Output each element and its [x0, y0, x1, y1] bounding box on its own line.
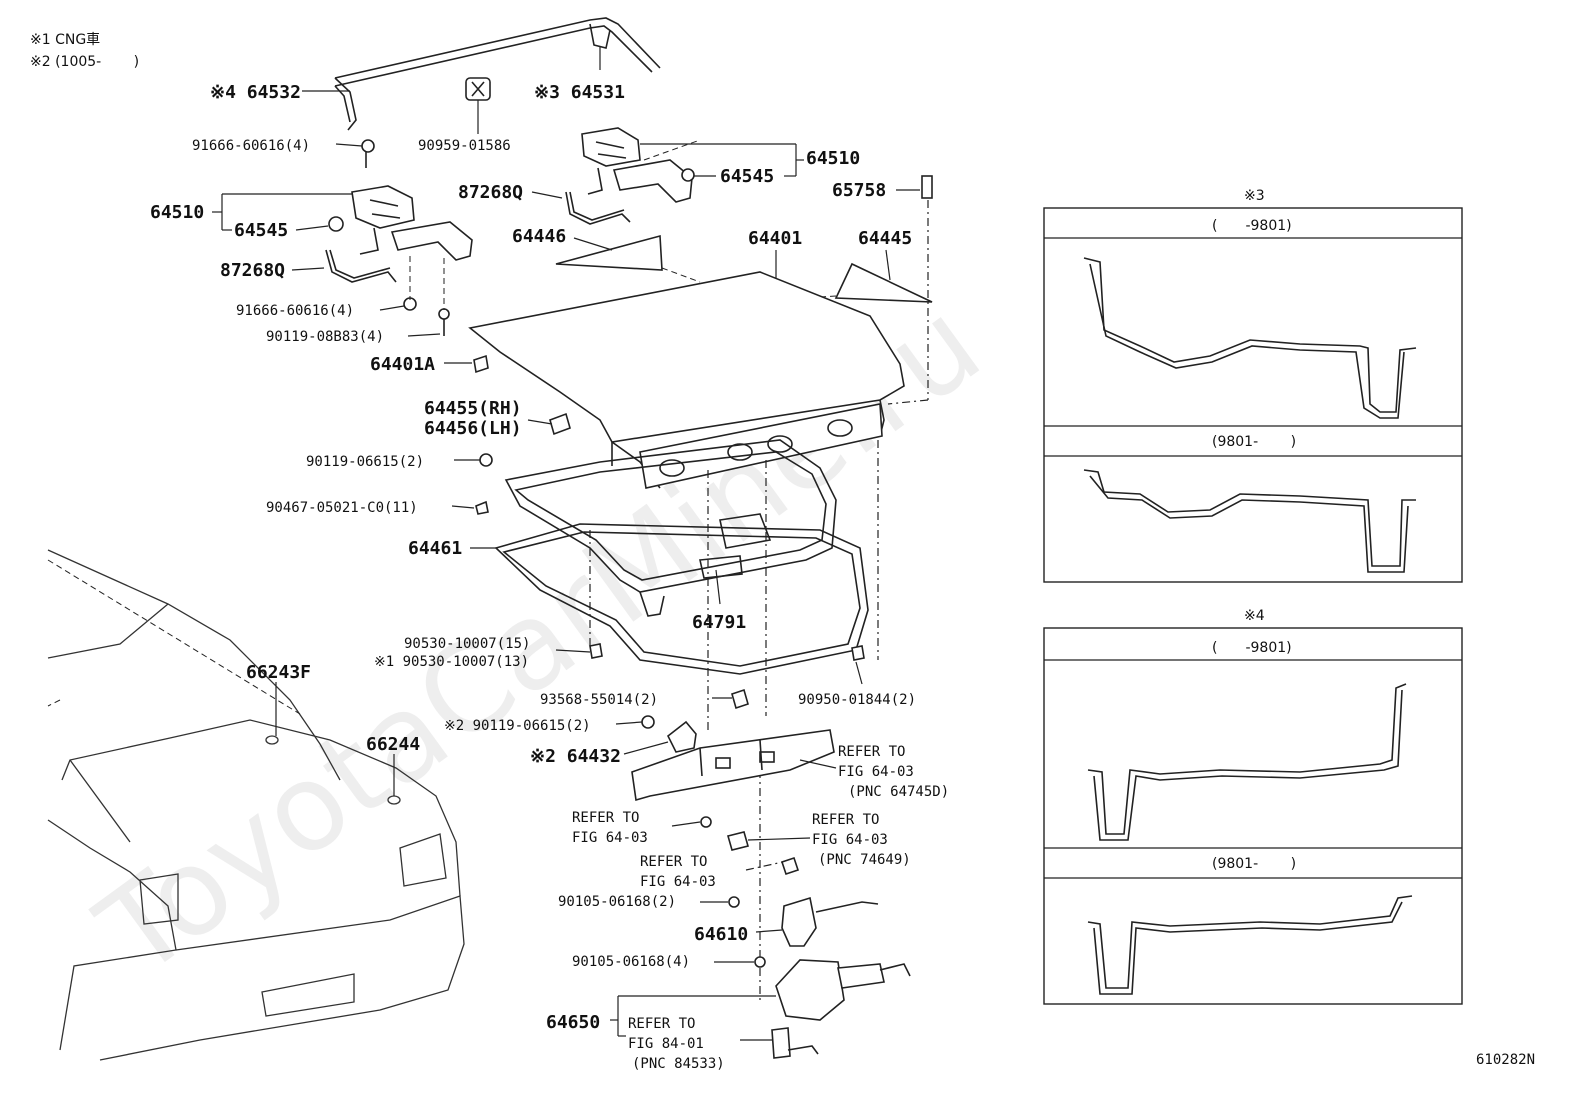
inset-3: ※3 ( -9801) (9801- ) [1043, 188, 1463, 583]
note-cng: ※1 CNG車 [30, 31, 100, 48]
car-rear-outline [47, 549, 465, 1061]
clip-90959 [465, 77, 491, 134]
part-labels: ※4 64532 ※3 64531 91666-60616(4) 90959-0… [150, 82, 949, 1072]
label-64445: 64445 [858, 228, 912, 249]
refer3-line1: REFER TO [812, 812, 879, 828]
label-64401: 64401 [748, 228, 802, 249]
inset-4-row2: (9801- ) [1212, 856, 1296, 872]
label-90119-06615-b: ※2 90119-06615(2) [444, 718, 591, 734]
refer1-line3: (PNC 64745D) [848, 784, 949, 800]
bracket-64432 [666, 720, 697, 753]
guide-lines [589, 440, 879, 1000]
seal-64446 [555, 234, 701, 283]
hinge-left [325, 139, 473, 336]
label-64545-b: 64545 [720, 166, 774, 187]
label-65758: 65758 [832, 180, 886, 201]
clip-90530 [589, 643, 603, 659]
label-64610: 64610 [694, 924, 748, 945]
label-87268q-a: 87268Q [220, 260, 285, 281]
inset-4-row1: ( -9801) [1212, 640, 1292, 656]
hinge-right [565, 127, 701, 225]
label-90950: 90950-01844(2) [798, 692, 916, 708]
label-90119-08b83: 90119-08B83(4) [266, 329, 384, 345]
bolt-93568 [731, 688, 749, 710]
clip-90467 [475, 500, 489, 515]
label-93568: 93568-55014(2) [540, 692, 658, 708]
refer5-line3: (PNC 84533) [632, 1056, 725, 1072]
label-64461: 64461 [408, 538, 462, 559]
lock-assembly-64650 [754, 956, 911, 1059]
refer1-line1: REFER TO [838, 744, 905, 760]
label-64432: ※2 64432 [530, 746, 621, 767]
inset-3-row1: ( -9801) [1212, 218, 1292, 234]
label-66243f: 66243F [246, 662, 311, 683]
label-87268q-b: 87268Q [458, 182, 523, 203]
refer3-line2: FIG 64-03 [812, 832, 888, 848]
garnish-panel [631, 729, 835, 802]
lid-inner-frame [504, 439, 837, 617]
label-64446: 64446 [512, 226, 566, 247]
bracket-64455 [549, 412, 571, 436]
label-90959: 90959-01586 [418, 138, 511, 154]
label-90530-b: ※1 90530-10007(13) [374, 654, 529, 670]
label-64545-a: 64545 [234, 220, 288, 241]
screw-90119-06615 [479, 453, 493, 467]
refer1-line2: FIG 64-03 [838, 764, 914, 780]
label-90467: 90467-05021-C0(11) [266, 500, 418, 516]
label-64650: 64650 [546, 1012, 600, 1033]
fastener-small [700, 816, 800, 876]
label-64532: ※4 64532 [210, 82, 301, 103]
bumper-64401A [473, 354, 489, 374]
leader-lines [212, 46, 920, 1041]
seal-64445 [801, 262, 933, 303]
rod-4-late [1087, 895, 1413, 989]
refer4-line1: REFER TO [640, 854, 707, 870]
label-91666-b: 91666-60616(4) [236, 303, 354, 319]
inset-3-title: ※3 [1244, 188, 1265, 204]
inset-3-row2: (9801- ) [1212, 434, 1296, 450]
rod-4-early [1087, 683, 1407, 835]
figure-code: 610282N [1476, 1052, 1535, 1068]
clip-90950 [851, 645, 865, 661]
label-90530-a: 90530-10007(15) [404, 636, 530, 652]
lock-cylinder-64610 [728, 896, 879, 947]
label-plate-65758 [887, 175, 933, 405]
label-64510-a: 64510 [150, 202, 204, 223]
screw-90119-06615-b [641, 715, 655, 729]
note-date-range: ※2 (1005- ) [30, 54, 139, 70]
inset-4-title: ※4 [1244, 608, 1265, 624]
label-91666-a: 91666-60616(4) [192, 138, 310, 154]
trunk-lid-64401 [468, 271, 905, 489]
label-64531: ※3 64531 [534, 82, 625, 103]
label-64791: 64791 [692, 612, 746, 633]
rod-3-early [1083, 257, 1417, 413]
refer3-line3: (PNC 74649) [818, 852, 911, 868]
refer5-line1: REFER TO [628, 1016, 695, 1032]
label-64401a: 64401A [370, 354, 435, 375]
torsion-bar-rods [334, 17, 661, 131]
refer4-line2: FIG 64-03 [640, 874, 716, 890]
label-64455-rh: 64455(RH) [424, 398, 522, 419]
inset-3-frame [1043, 207, 1463, 583]
refer2-line2: FIG 64-03 [572, 830, 648, 846]
label-64456-lh: 64456(LH) [424, 418, 522, 439]
label-90119-06615: 90119-06615(2) [306, 454, 424, 470]
label-90105-a: 90105-06168(2) [558, 894, 676, 910]
label-64510-b: 64510 [806, 148, 860, 169]
refer5-line2: FIG 84-01 [628, 1036, 704, 1052]
inset-4: ※4 ( -9801) (9801- ) [1043, 608, 1463, 1005]
refer2-line1: REFER TO [572, 810, 639, 826]
label-90105-b: 90105-06168(4) [572, 954, 690, 970]
inset-4-frame [1043, 627, 1463, 1005]
label-66244: 66244 [366, 734, 420, 755]
